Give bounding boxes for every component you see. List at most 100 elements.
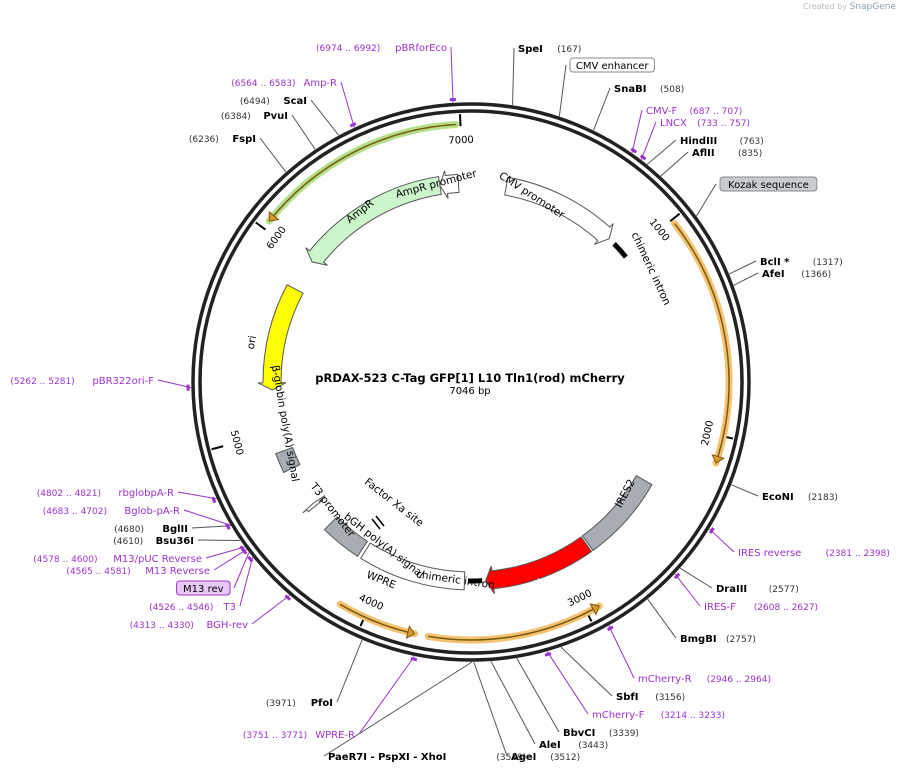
plasmid-size: 7046 bp [449, 386, 490, 397]
site-coord: (4526 .. 4546) [149, 603, 213, 613]
site-name: AleI [539, 740, 561, 751]
site-name: SbfI [616, 692, 638, 703]
site-leader [323, 661, 473, 757]
site-coord: (6494) [240, 97, 270, 107]
site-leader [608, 625, 635, 679]
site-name: pBR322ori-F [92, 376, 154, 387]
site-enzyme: FspI(6236) [189, 134, 256, 145]
site-coord: (763) [740, 137, 764, 147]
site-boxed-purple: M13 rev [176, 580, 231, 596]
feature-label: chimeric intron [629, 230, 673, 307]
site-name: AflII [692, 148, 715, 159]
site-enzyme: HindIII (763) [680, 136, 764, 147]
feature-9 [257, 284, 304, 391]
site-name: SnaBI [614, 84, 646, 95]
outer-arc-line [674, 223, 730, 464]
site-leader [731, 484, 759, 497]
site-name: SpeI [518, 44, 543, 55]
site-name: EcoNI [762, 492, 794, 503]
site-primer: BGH-rev(4313 .. 4330) [130, 620, 248, 631]
site-name: BGH-rev [206, 620, 248, 631]
site-leader [674, 573, 701, 607]
site-name: Bsu36I [156, 536, 194, 547]
site-leader [291, 114, 316, 150]
ring-tick-label: 2000 [700, 420, 716, 447]
site-coord: (835) [738, 149, 762, 159]
feature-3 [485, 536, 593, 594]
feature-7 [302, 495, 326, 514]
site-primer: Amp-R(6564 .. 6583) [231, 78, 337, 89]
site-primer: IRES-F(2608 .. 2627) [704, 602, 818, 613]
site-enzyme: AleI(3443) [539, 740, 608, 751]
site-enzyme: AflII (835) [692, 148, 762, 159]
primer-mark [639, 154, 647, 161]
site-coord: (6564 .. 6583) [231, 79, 295, 89]
site-leader [310, 99, 340, 136]
outer-arc-arrowhead [268, 210, 280, 222]
feature-label: Factor Xa site [362, 476, 426, 529]
primer-mark [224, 523, 231, 530]
site-name: Kozak sequence [728, 180, 809, 191]
feature-0 [504, 176, 614, 245]
factor-xa-marker [371, 515, 385, 530]
snapgene-logo: SnapGene [849, 2, 896, 12]
primer-mark [410, 657, 418, 662]
site-box [719, 176, 818, 192]
site-coord: (3751 .. 3771) [243, 731, 307, 741]
site-leader [546, 651, 589, 715]
site-leader [239, 557, 254, 607]
ring-tick-label: 1000 [647, 217, 672, 244]
site-primer: pBRforEco(6974 .. 6992) [316, 43, 447, 54]
site-name: FspI [232, 134, 256, 145]
site-name: T3 [223, 602, 236, 613]
outer-feature-arcs [265, 120, 733, 644]
site-leader [733, 272, 759, 286]
site-leader [560, 646, 613, 697]
ring-tick-label: 4000 [357, 593, 385, 614]
outer-ring [191, 102, 751, 662]
site-leader [233, 552, 250, 589]
site-primer: WPRE-R (3751 .. 3771) [243, 730, 355, 741]
site-leader [183, 509, 231, 526]
site-leader [709, 528, 735, 553]
site-leader [660, 151, 689, 177]
outer-arc-arrowhead [589, 603, 600, 616]
site-leader [679, 567, 713, 589]
site-coord: (3214 .. 3233) [661, 711, 725, 721]
primer-mark [284, 594, 292, 601]
site-leader [593, 87, 611, 131]
site-coord: (3971) [266, 699, 296, 709]
feature-5 [359, 542, 466, 591]
site-box [569, 57, 655, 73]
feature-1 [612, 241, 628, 259]
site-primer: rbglobpA-R(4802 .. 4821) [37, 488, 174, 499]
site-name: mCherry-R [638, 674, 692, 685]
site-name: BmgBI [680, 634, 717, 645]
site-enzyme: BglII(4680) [114, 524, 188, 535]
snapgene-branding: Created by SnapGene [803, 2, 896, 12]
site-leader [191, 525, 231, 529]
site-coord: (3512) [550, 753, 580, 763]
site-leader [259, 137, 287, 173]
site-primer: Bglob-pA-R(4683 .. 4702) [43, 506, 180, 517]
site-coord: (2381 .. 2398) [826, 549, 890, 559]
site-leader [729, 260, 757, 275]
primer-mark [544, 652, 552, 657]
site-name: BbvCI [563, 728, 595, 739]
site-primer: IRES reverse(2381 .. 2398) [738, 548, 890, 559]
site-coord: (1317) [813, 258, 843, 268]
site-leader [205, 546, 245, 559]
site-coord: (6384) [221, 112, 251, 122]
site-name: CMV enhancer [576, 61, 650, 72]
feature-6 [323, 516, 369, 558]
site-primer: M13 Reverse(4565 .. 4581) [66, 566, 210, 577]
map-center: pRDAX-523 C-Tag GFP[1] L10 Tln1(rod) mCh… [315, 371, 625, 397]
site-enzyme: DraIII(2577) [716, 584, 799, 595]
site-enzyme: SpeI(167) [518, 44, 581, 55]
site-name: WPRE-R [315, 730, 355, 741]
site-name: HindIII [680, 136, 717, 147]
site-enzyme: Bsu36I(4610) [113, 536, 194, 547]
site-leader [473, 661, 508, 757]
site-name: AgeI [511, 752, 536, 763]
site-name: AfeI [762, 269, 785, 280]
